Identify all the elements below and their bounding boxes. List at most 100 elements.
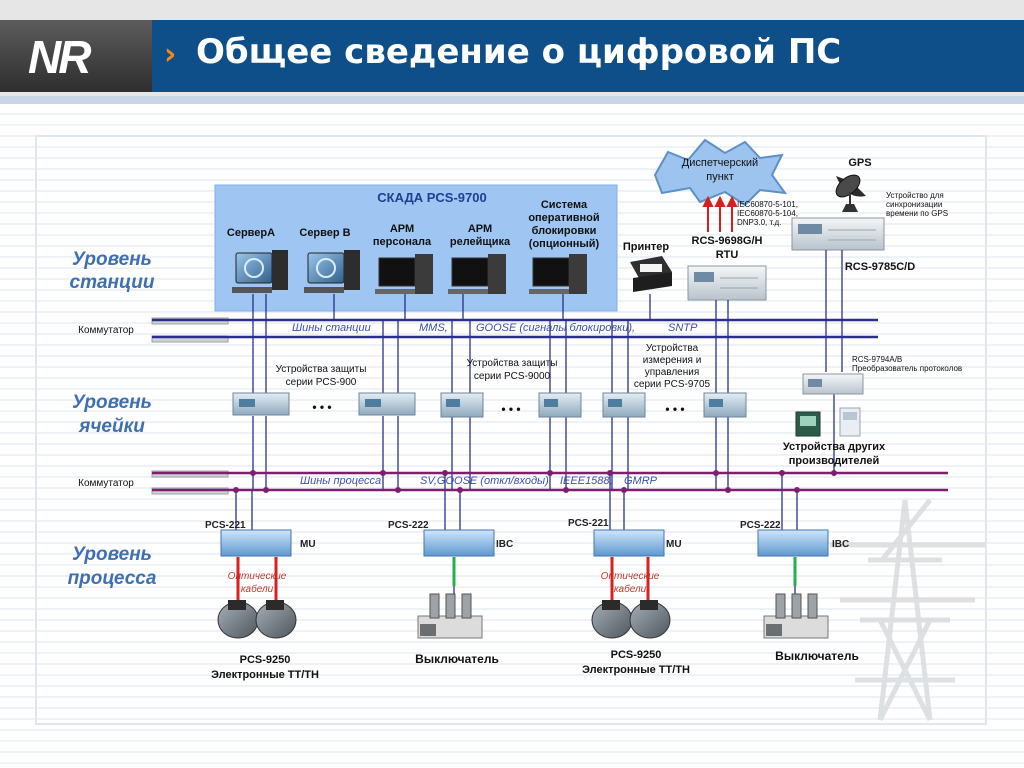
third-party-device-1-icon [795, 411, 821, 437]
ct-vt-2-model: PCS-9250 [611, 649, 662, 661]
gps-desc-2: синхронизации [886, 200, 942, 209]
diagram-frame [35, 135, 987, 725]
arm-staff-label-1: АРМ [390, 223, 414, 235]
protection-ied-1 [232, 392, 290, 416]
arm-relay-label-1: АРМ [468, 223, 492, 235]
server-b-label: Сервер В [299, 227, 350, 239]
process-device-2 [423, 529, 495, 557]
station-level-label-1: Уровень [72, 249, 152, 270]
process-level-label-1: Уровень [72, 544, 152, 565]
process-device-3 [593, 529, 665, 557]
process-device-2-tag: IBC [496, 539, 513, 550]
protocol-label-3: DNP3.0, т.д. [737, 218, 781, 227]
server-a-label: СерверА [227, 227, 275, 239]
interlock-label-1: Система [541, 199, 588, 211]
process-device-1 [220, 529, 292, 557]
chevron-right-icon: › [164, 37, 177, 72]
gps-model-label: RCS-9785C/D [845, 261, 915, 273]
process-device-4 [757, 529, 829, 557]
protection-ied-2 [358, 392, 416, 416]
process-switch-label: Коммутатор [78, 478, 134, 489]
station-switch-label: Коммутатор [78, 325, 134, 336]
protection-ied-3 [440, 392, 484, 418]
station-level-label-2: станции [70, 272, 155, 293]
other-vendors-label-2: производителей [789, 455, 879, 467]
telecontrol-arrows [702, 195, 738, 232]
printer-label: Принтер [623, 241, 670, 253]
ellipsis-3: • • • [665, 402, 684, 416]
bay-drop-lines [235, 250, 843, 532]
meas-label-4: серии PCS-9705 [634, 379, 711, 390]
title-bar: › Общее сведение о цифровой ПС [152, 20, 1024, 92]
protocol-converter-icon [802, 373, 864, 395]
gps-desc-3: времени по GPS [886, 209, 948, 218]
protocol-label-1: IEC60870-5-101, [737, 200, 798, 209]
bay-level-label-2: ячейки [78, 416, 145, 437]
process-device-4-tag: IBC [832, 539, 849, 550]
arm-staff-computer-icon [375, 254, 433, 294]
process-bus-ieee1588: IEEE1588, [560, 475, 613, 487]
dispatch-label-2: пункт [706, 171, 734, 183]
process-device-2-model: PCS-222 [388, 520, 429, 531]
company-logo: NR [0, 20, 152, 92]
prot2-label-2: серии PCS-9000 [474, 371, 551, 382]
server-b-computer-icon [304, 250, 360, 293]
fiber-label-1b: кабели [241, 583, 274, 595]
breaker-1-label: Выключатель [415, 652, 499, 666]
protection-ied-4 [538, 392, 582, 418]
process-bus-sv-goose: SV,GOOSE (откл/входы), [420, 475, 552, 487]
fiber-label-2b: кабели [614, 583, 647, 595]
electronic-ct-vt-1-icon [217, 600, 297, 639]
page-title: Общее сведение о цифровой ПС [196, 32, 842, 72]
station-bus-sntp: SNTP [668, 322, 698, 334]
interlock-label-2: оперативной [528, 212, 599, 224]
logo-text: NR [28, 31, 91, 83]
printer-icon [630, 256, 672, 292]
third-party-device-2-icon [839, 407, 861, 437]
process-device-4-model: PCS-222 [740, 520, 781, 531]
header-divider [0, 96, 1024, 104]
gps-clock-device-icon [791, 217, 885, 251]
rtu-model-label: RCS-9698G/H [692, 235, 763, 247]
protocol-label-2: IEC60870-5-104, [737, 209, 798, 218]
fiber-cables [236, 557, 650, 600]
interlock-label-4: (опционный) [529, 238, 600, 250]
dispatch-label-1: Диспетчерский [682, 157, 758, 169]
dispatch-center-cloud [653, 138, 788, 207]
power-tower-watermark [830, 498, 985, 722]
process-device-3-tag: MU [666, 539, 682, 550]
converter-model: RCS-9794A/B [852, 355, 902, 364]
rtu-label: RTU [716, 249, 739, 261]
rtu-device-icon [687, 265, 767, 301]
ct-vt-2-label: Электронные ТТ/ТН [582, 664, 690, 676]
arm-relay-computer-icon [448, 254, 506, 294]
process-device-1-model: PCS-221 [205, 520, 246, 531]
meas-label-3: управления [645, 367, 700, 378]
interlock-computer-icon [529, 254, 587, 294]
ellipsis-2: • • • [501, 402, 520, 416]
ct-vt-1-label: Электронные ТТ/ТН [211, 669, 319, 681]
converter-label: Преобразователь протоколов [852, 364, 962, 373]
server-a-computer-icon [232, 250, 288, 293]
meas-label-2: измерения и [643, 355, 702, 366]
measurement-ied-2 [703, 392, 747, 418]
breaker-2-label: Выключатель [775, 649, 859, 663]
station-bus-label: Шины станции [292, 322, 371, 334]
gps-desc-1: Устройство для [886, 191, 944, 200]
bus-junction-dots [233, 470, 837, 493]
circuit-breaker-2-icon [763, 593, 829, 639]
fiber-label-1a: Оптические [228, 571, 287, 582]
copper-cables [452, 557, 797, 586]
meas-label-1: Устройства [646, 343, 699, 354]
station-switch-icon [151, 317, 229, 343]
ellipsis-1: • • • [312, 400, 331, 414]
process-bus-gmrp: GMRP [624, 475, 658, 487]
prot1-label-1: Устройства защиты [276, 364, 367, 375]
process-level-label-2: процесса [68, 568, 157, 589]
satellite-dish-icon [835, 174, 866, 212]
electronic-ct-vt-2-icon [591, 600, 671, 639]
circuit-breaker-1-icon [417, 593, 483, 639]
station-bus-mms: MMS, [419, 322, 448, 334]
ct-vt-1-model: PCS-9250 [240, 654, 291, 666]
